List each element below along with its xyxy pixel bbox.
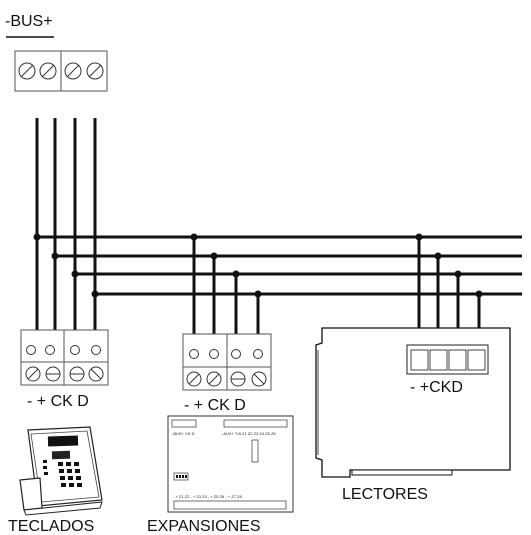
bus-terminal-block — [14, 50, 108, 92]
keypad-device — [19, 426, 103, 516]
board-bottom-text: - + Z1 Z2 - + Z3 Z4 - + Z5 Z6 - + Z7 Z8 — [173, 494, 242, 499]
lector-connector — [406, 344, 489, 375]
expansiones-terminals-label: - + CK D — [184, 397, 246, 414]
teclados-terminals-label: - + CK D — [27, 393, 89, 410]
bus-horizontal-lines — [37, 235, 522, 296]
teclados-terminal-block — [20, 329, 109, 386]
expansiones-caption: EXPANSIONES — [147, 518, 261, 535]
board-top-right-text: -AUX+ T/A Z1 Z2 Z3 Z4 Z5 Z6 — [222, 431, 276, 436]
lectores-terminals-label: - +CKD — [410, 379, 463, 396]
expansion-terminal-block — [182, 333, 272, 391]
teclados-caption: TECLADOS — [8, 518, 94, 535]
junction-dots — [33, 233, 483, 298]
bus-vertical-wires — [35, 118, 97, 340]
lectores-caption: LECTORES — [342, 486, 428, 503]
expansion-board: -BUS+ CK D -AUX+ T/A Z1 Z2 Z3 Z4 Z5 Z6 -… — [167, 415, 294, 513]
expansion-drop-wires — [192, 237, 260, 342]
board-top-left-text: -BUS+ CK D — [172, 431, 195, 436]
bus-label: -BUS+ — [5, 13, 53, 30]
